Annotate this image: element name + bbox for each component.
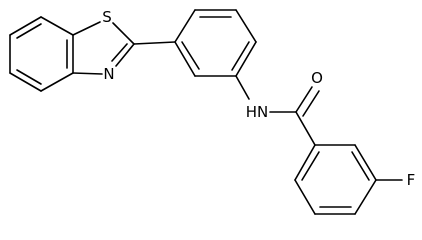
thiazole-nitrogen-atom-label: N [103,65,114,83]
central-phenyl-ring [174,9,257,77]
thiazole-ring [72,21,135,75]
molecule-drawing: S N HN O F [9,8,416,215]
amide-nitrogen-atom-label: HN [246,103,269,121]
thiazole-phenyl-bond [133,41,176,45]
benzothiazole-benzene-ring [9,16,74,92]
structure-canvas: S N HN O F [9,8,416,215]
sulfur-atom-label: S [102,8,112,26]
fluorine-atom-label: F [407,171,416,189]
amide-group [235,75,320,146]
fluorophenyl-ring [294,144,403,215]
carbonyl-oxygen-atom-label: O [311,69,323,87]
